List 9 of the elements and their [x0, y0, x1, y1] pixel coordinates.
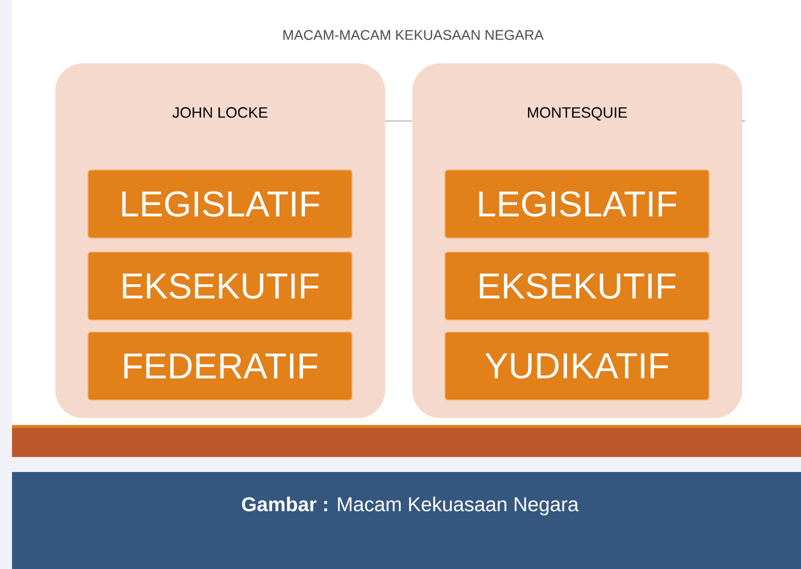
- connector-line: [385, 120, 412, 122]
- term-box: YUDIKATIF: [444, 332, 710, 400]
- caption: Gambar : Macam Kekuasaan Negara: [242, 496, 579, 516]
- term-box: FEDERATIF: [88, 332, 352, 400]
- term-box: EKSEKUTIF: [88, 251, 352, 320]
- term-box: EKSEKUTIF: [444, 251, 710, 320]
- title: MACAM-MACAM KEKUASAAN NEGARA: [283, 30, 544, 40]
- term-box: LEGISLATIF: [444, 169, 710, 238]
- term-box: LEGISLATIF: [88, 169, 352, 238]
